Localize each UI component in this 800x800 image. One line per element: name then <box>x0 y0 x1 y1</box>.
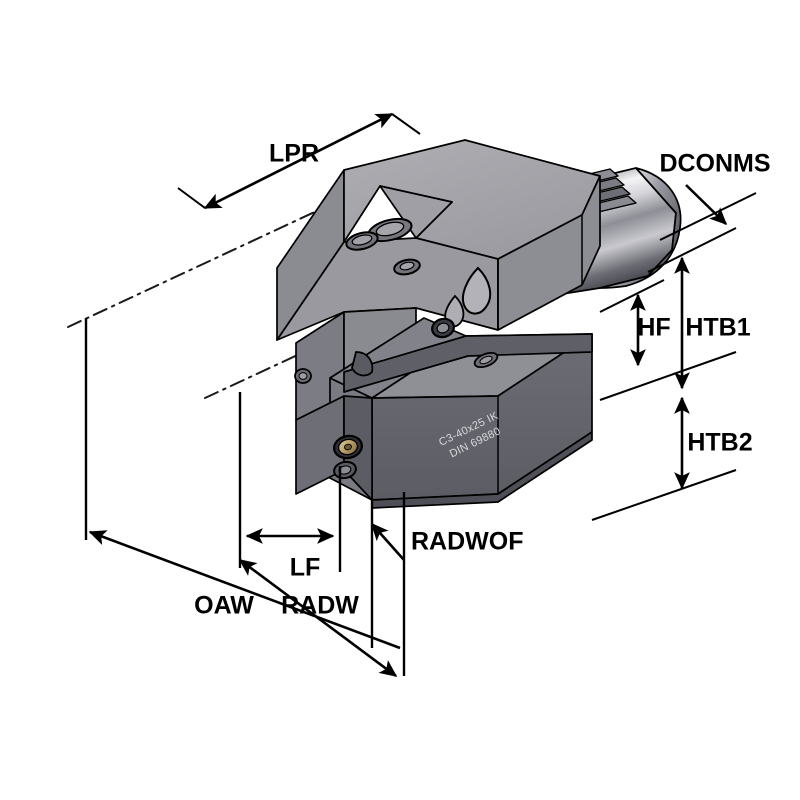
dimension-label-radw: RADW <box>281 592 359 620</box>
dimension-label-lf: LF <box>290 554 321 582</box>
dimension-label-htb1: HTB1 <box>685 314 750 342</box>
dimension-label-dconms: DCONMS <box>659 150 770 178</box>
dconms-extension-line <box>659 192 757 241</box>
lower-top-hole-inner <box>479 355 493 365</box>
htb1-extension-lower <box>599 351 737 401</box>
dconms-leader-arrow <box>685 184 728 226</box>
dimension-lines <box>84 112 757 678</box>
lpr-extension-left <box>177 187 206 209</box>
counterbore-hole-small-inner <box>351 234 373 246</box>
hf-extension-upper <box>599 279 665 313</box>
htb2-extension-lower <box>591 469 737 521</box>
dimension-labels: LPR DCONMS HF HTB1 HTB2 RADWOF LF OAW RA… <box>194 140 770 620</box>
dimension-label-lpr: LPR <box>269 140 319 168</box>
v-notch-face <box>379 185 453 239</box>
lpr-extension-right <box>391 113 421 135</box>
radw-dimension-arrow <box>238 558 398 678</box>
dimension-label-radwof: RADWOF <box>411 528 523 556</box>
lpr-dimension-arrow <box>203 112 394 210</box>
coolant-bore-inner <box>436 322 450 334</box>
clamp-bar <box>343 333 593 393</box>
counterbore-hole-mid-inner <box>399 261 415 271</box>
counterbore-hole-large-inner <box>375 221 405 237</box>
shank-end-cap <box>599 167 682 289</box>
radwof-dimension-arrow <box>370 522 405 561</box>
set-screw-hex-socket <box>344 443 352 451</box>
coolant-teardrop-ports <box>431 266 492 339</box>
dimension-label-hf: HF <box>637 314 670 342</box>
dimension-label-htb2: HTB2 <box>687 429 752 457</box>
clamp-boss <box>351 351 374 377</box>
dimension-label-oaw: OAW <box>194 592 254 620</box>
centerline-upper <box>67 201 337 328</box>
htb1-extension-upper <box>647 227 737 273</box>
top-counterbore-holes <box>345 217 421 276</box>
coolant-port-large <box>462 266 492 315</box>
feature-details <box>294 217 499 480</box>
end-face-bore-inner <box>298 372 308 380</box>
